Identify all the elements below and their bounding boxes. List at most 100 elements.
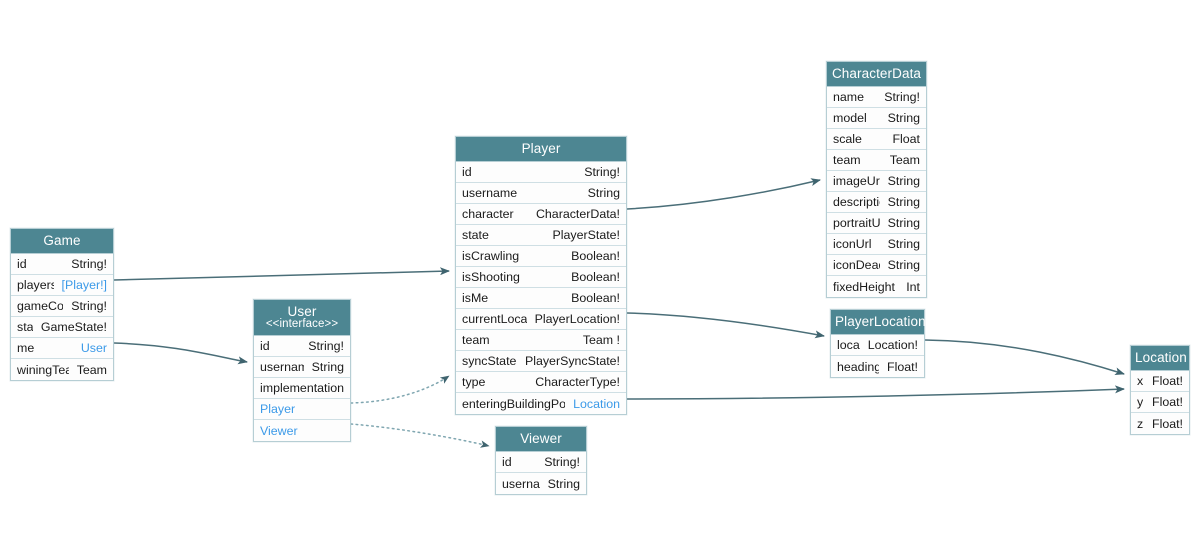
- field-name: id: [462, 165, 472, 180]
- table-row[interactable]: type CharacterType!: [456, 372, 626, 394]
- table-row[interactable]: username String: [254, 357, 350, 379]
- entity-player[interactable]: Player id String! username String charac…: [455, 136, 627, 416]
- field-name: y: [1137, 395, 1144, 410]
- field-type-link[interactable]: PlayerLocation: [534, 312, 617, 327]
- table-row[interactable]: iconUrl String: [827, 234, 926, 256]
- table-row[interactable]: winingTeam Team: [11, 359, 113, 381]
- field-type: String: [587, 186, 620, 201]
- field-type: String!: [308, 339, 344, 354]
- field-name: name: [833, 90, 864, 105]
- field-type-link[interactable]: CharacterData: [535, 207, 617, 222]
- table-row[interactable]: model String: [827, 108, 926, 130]
- table-row[interactable]: imageUrl String: [827, 171, 926, 193]
- field-name: iconUrl: [833, 237, 872, 252]
- table-row[interactable]: players [Player!]: [11, 275, 113, 297]
- table-row[interactable]: fixedHeight Int: [827, 276, 926, 298]
- entity-user-stereotype: <<interface>>: [265, 318, 339, 331]
- table-row[interactable]: scale Float: [827, 129, 926, 151]
- entity-location[interactable]: Location x Float! y Float! z Float!: [1130, 345, 1190, 436]
- field-type: Team: [889, 153, 920, 168]
- edge-player-currentlocation-to-playerlocation: [626, 312, 825, 339]
- table-row[interactable]: x Float!: [1131, 371, 1189, 393]
- field-type: String!: [71, 257, 107, 272]
- field-type-link[interactable]: Location: [867, 338, 915, 353]
- entity-characterdata[interactable]: CharacterData name String! model String …: [826, 61, 927, 299]
- implementations-label: implementations: [260, 381, 344, 396]
- field-type-bang: !: [914, 338, 918, 353]
- entity-viewer[interactable]: Viewer id String! username String: [495, 426, 587, 496]
- implementation-name[interactable]: Player: [260, 402, 296, 417]
- entity-user[interactable]: User <<interface>> id String! username S…: [253, 299, 351, 443]
- entity-viewer-title: Viewer: [496, 427, 586, 453]
- field-name: state: [462, 228, 489, 243]
- field-type-bang: !: [616, 207, 620, 222]
- field-type: String!: [884, 90, 920, 105]
- table-row[interactable]: id String!: [11, 254, 113, 276]
- table-row[interactable]: me User: [11, 338, 113, 360]
- edge-user-implements-player: [350, 375, 450, 404]
- field-type: String: [887, 258, 920, 273]
- field-type: String: [887, 111, 920, 126]
- edge-game-me-to-user: [113, 342, 248, 365]
- field-type: Location!: [868, 338, 918, 352]
- entity-game[interactable]: Game id String! players [Player!] gameCo…: [10, 228, 114, 382]
- field-type: Team !: [582, 333, 620, 348]
- implementation-item-viewer[interactable]: Viewer: [254, 420, 350, 442]
- entity-user-name: User: [287, 304, 317, 319]
- field-name: fixedHeight: [833, 279, 895, 294]
- field-type[interactable]: User: [80, 341, 107, 356]
- edge-user-implements-viewer: [350, 423, 490, 448]
- table-row[interactable]: id String!: [254, 336, 350, 358]
- table-row[interactable]: state GameState!: [11, 317, 113, 339]
- field-type[interactable]: Location: [573, 396, 620, 411]
- table-row[interactable]: isShooting Boolean!: [456, 267, 626, 289]
- field-type: CharacterType!: [535, 375, 620, 390]
- entity-player-title: Player: [456, 137, 626, 163]
- field-type: String: [887, 195, 920, 210]
- table-row[interactable]: team Team: [827, 150, 926, 172]
- edge-player-enteringbuildingposition-to-location: [626, 385, 1125, 400]
- table-row[interactable]: id String!: [456, 162, 626, 184]
- field-name: username: [502, 476, 540, 491]
- table-row[interactable]: location Location!: [831, 335, 924, 357]
- table-row[interactable]: heading Float!: [831, 356, 924, 378]
- table-row[interactable]: description String: [827, 192, 926, 214]
- field-type: Boolean!: [571, 291, 620, 306]
- table-row[interactable]: isMe Boolean!: [456, 288, 626, 310]
- implementation-name[interactable]: Viewer: [260, 423, 298, 438]
- field-type: String!: [584, 165, 620, 180]
- field-type: PlayerState!: [552, 228, 621, 243]
- entity-location-title: Location: [1131, 346, 1189, 372]
- field-type: Boolean!: [571, 249, 620, 264]
- field-type-bang: !: [616, 312, 620, 327]
- table-row[interactable]: iconDeadUrl String: [827, 255, 926, 277]
- field-name: model: [833, 111, 867, 126]
- field-type: String: [547, 476, 580, 491]
- table-row[interactable]: id String!: [496, 452, 586, 474]
- table-row[interactable]: isCrawling Boolean!: [456, 246, 626, 268]
- implementation-item-player[interactable]: Player: [254, 399, 350, 421]
- field-name: winingTeam: [17, 362, 69, 377]
- table-row[interactable]: name String!: [827, 87, 926, 109]
- table-row[interactable]: gameCode String!: [11, 296, 113, 318]
- table-row[interactable]: syncState PlayerSyncState!: [456, 351, 626, 373]
- table-row[interactable]: team Team !: [456, 330, 626, 352]
- table-row[interactable]: state PlayerState!: [456, 225, 626, 247]
- table-row[interactable]: portraitUrl String: [827, 213, 926, 235]
- field-type[interactable]: [Player!]: [61, 278, 107, 293]
- table-row[interactable]: y Float!: [1131, 392, 1189, 414]
- field-type: String!: [71, 299, 107, 314]
- table-row[interactable]: currentLocation PlayerLocation!: [456, 309, 626, 331]
- field-name: id: [17, 257, 27, 272]
- table-row[interactable]: username String: [456, 183, 626, 205]
- field-type: String: [887, 174, 920, 189]
- table-row[interactable]: enteringBuildingPosition Location: [456, 393, 626, 415]
- table-row[interactable]: z Float!: [1131, 413, 1189, 435]
- entity-playerlocation[interactable]: PlayerLocation location Location! headin…: [830, 309, 926, 379]
- entity-playerlocation-title: PlayerLocation: [831, 310, 926, 336]
- table-row[interactable]: character CharacterData!: [456, 204, 626, 226]
- field-name: id: [502, 455, 512, 470]
- field-name: id: [260, 339, 270, 354]
- table-row[interactable]: username String: [496, 473, 586, 495]
- field-name: currentLocation: [462, 312, 527, 327]
